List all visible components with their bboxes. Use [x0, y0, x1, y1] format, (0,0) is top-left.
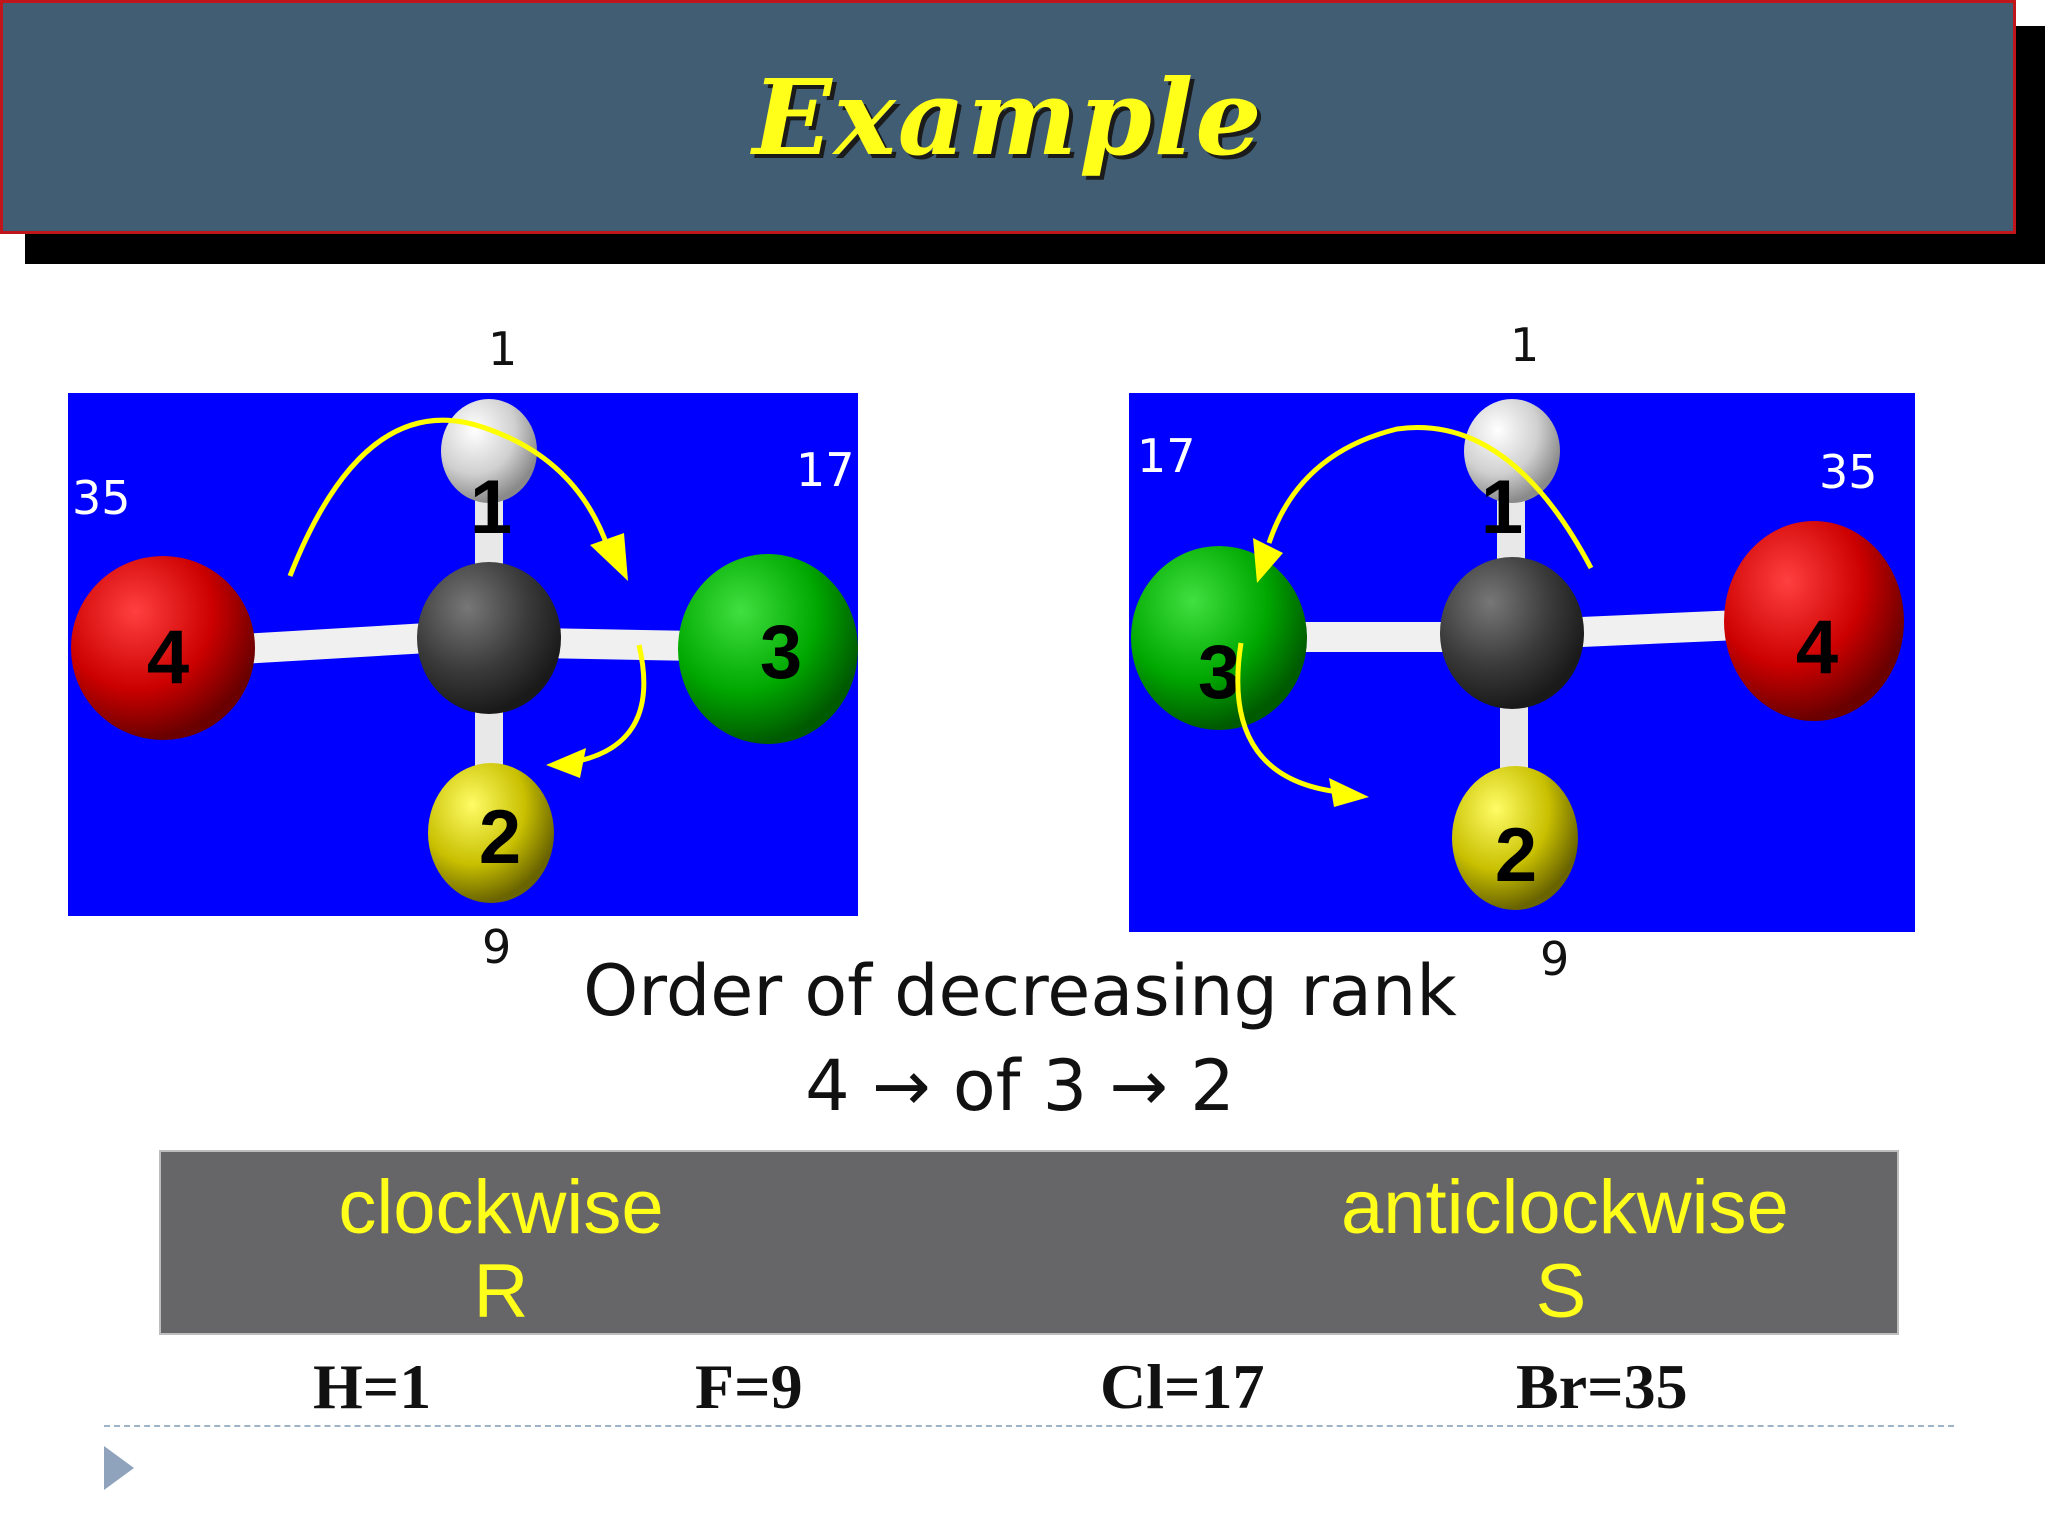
- atom-number-top: 1: [470, 465, 512, 550]
- title-bar: [0, 0, 2016, 234]
- hydrogen-atom: [441, 399, 537, 503]
- rotation-arrowhead-lower: [1329, 778, 1369, 807]
- footer-divider: [104, 1425, 1954, 1427]
- chlorine-atom: [1131, 546, 1307, 730]
- atom-number-right: 4: [1796, 605, 1838, 690]
- atom-number-right: 3: [760, 610, 802, 695]
- carbon-atom: [417, 562, 561, 714]
- bromine-atom: [71, 556, 255, 740]
- chlorine-atom: [678, 554, 858, 744]
- play-icon: [104, 1446, 134, 1490]
- atom-number-left: 3: [1198, 630, 1240, 715]
- rotation-arrowhead-upper: [590, 533, 628, 581]
- left-molecule-model: 1 4 3 2: [71, 399, 858, 903]
- atom-number-top: 1: [1481, 465, 1523, 550]
- anticlockwise-label: anticlockwise: [1341, 1165, 1789, 1250]
- clockwise-label: clockwise: [338, 1165, 664, 1250]
- element-fluorine: F=9: [695, 1351, 803, 1422]
- element-chlorine: Cl=17: [1100, 1351, 1265, 1422]
- rotation-arrowhead-upper: [1253, 538, 1283, 583]
- clockwise-result: clockwise R: [301, 1166, 701, 1334]
- rotation-arrowhead-lower: [546, 748, 586, 778]
- right-left-mass-label: 17: [1137, 429, 1196, 483]
- slide-title: Example: [752, 55, 1264, 179]
- rank-order: 4 → of 3 → 2: [805, 1045, 1235, 1127]
- hydrogen-atom: [1464, 399, 1560, 503]
- anticlockwise-result: anticlockwise S: [1341, 1165, 1789, 1334]
- configuration-result-box: clockwise R anticlockwise S: [159, 1150, 1899, 1335]
- fluorine-atom: [428, 763, 554, 903]
- left-right-mass-label: 17: [796, 443, 855, 497]
- carbon-atom: [1440, 557, 1584, 709]
- atom-number-bottom: 2: [1495, 813, 1537, 898]
- fluorine-atom: [1452, 766, 1578, 910]
- right-top-mass-label: 1: [1510, 318, 1540, 372]
- rotation-arrow-lower: [1235, 642, 1350, 796]
- bromine-atom: [1724, 521, 1904, 721]
- rotation-arrow-upper: [287, 417, 611, 577]
- right-molecule-model: 1 3 4 2: [1131, 399, 1904, 910]
- element-bromine: Br=35: [1516, 1351, 1688, 1422]
- right-right-mass-label: 35: [1819, 445, 1878, 499]
- atom-number-left: 4: [147, 615, 189, 700]
- bond-right: [1558, 610, 1740, 648]
- rotation-arrow-lower: [567, 644, 647, 766]
- left-top-mass-label: 1: [488, 322, 518, 376]
- element-hydrogen: H=1: [313, 1351, 432, 1422]
- atom-number-bottom: 2: [479, 795, 521, 880]
- rank-title: Order of decreasing rank: [583, 950, 1457, 1032]
- left-bottom-mass-label: 9: [482, 920, 512, 974]
- left-left-mass-label: 35: [72, 471, 131, 525]
- rotation-arrow-upper: [1266, 425, 1594, 570]
- left-molecule-panel: 1 4 3 2 35 17: [68, 393, 858, 916]
- s-configuration-label: S: [1535, 1249, 1587, 1334]
- right-molecule-panel: 1 3 4 2 17 35: [1129, 393, 1915, 932]
- r-configuration-label: R: [473, 1249, 529, 1334]
- bond-right: [537, 628, 699, 661]
- right-bottom-mass-label: 9: [1540, 932, 1570, 986]
